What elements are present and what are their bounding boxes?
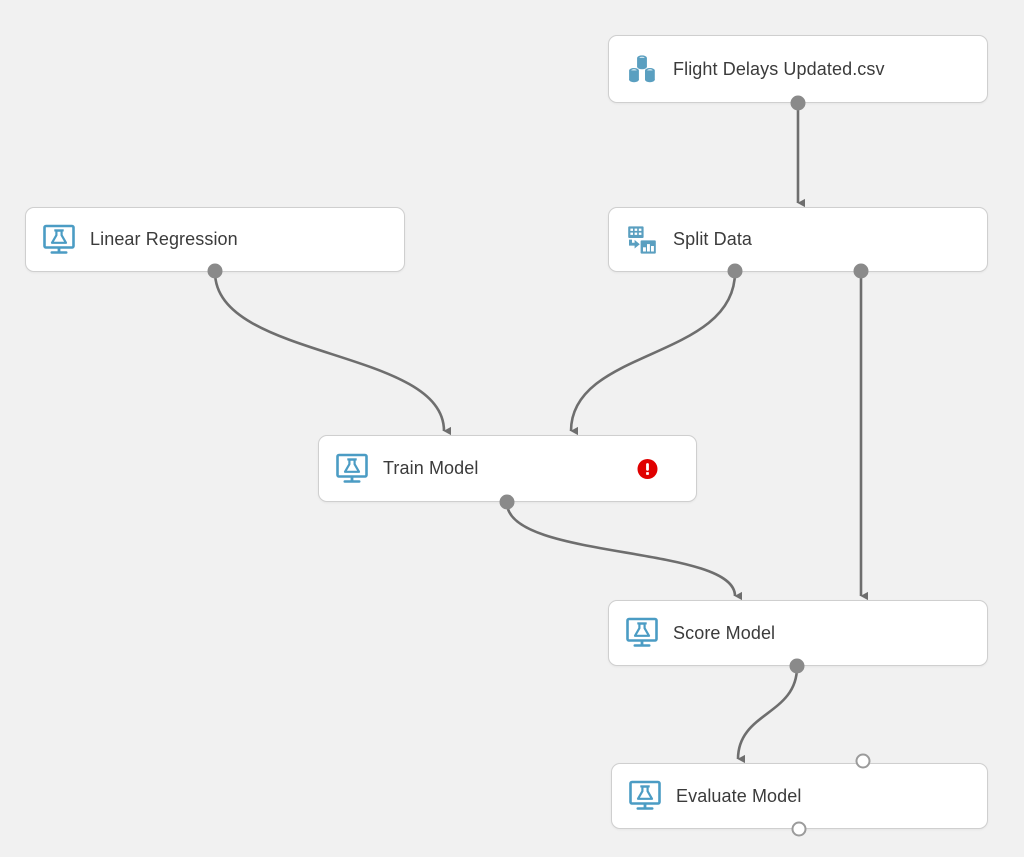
node-label: Score Model xyxy=(673,622,776,643)
error-badge-icon[interactable] xyxy=(637,458,658,479)
node-flight-delays-updated-csv[interactable]: Flight Delays Updated.csv xyxy=(608,35,988,103)
node-split-data[interactable]: Split Data xyxy=(608,207,988,272)
connection-edge[interactable] xyxy=(569,271,737,436)
node-label: Evaluate Model xyxy=(676,785,802,806)
port-output[interactable] xyxy=(790,95,806,111)
port-output[interactable] xyxy=(789,658,805,674)
dataset-icon xyxy=(625,52,659,86)
connection-edge[interactable] xyxy=(736,666,799,764)
node-evaluate-model[interactable]: Evaluate Model xyxy=(611,763,988,829)
port-output[interactable] xyxy=(207,263,223,279)
node-linear-regression[interactable]: Linear Regression xyxy=(25,207,405,272)
module-icon xyxy=(335,452,369,486)
module-icon xyxy=(42,223,76,257)
port-output[interactable] xyxy=(791,821,807,837)
node-train-model[interactable]: Train Model xyxy=(318,435,697,502)
node-label: Flight Delays Updated.csv xyxy=(673,58,885,79)
connection-edge[interactable] xyxy=(505,502,743,601)
connection-edge[interactable] xyxy=(213,271,452,436)
port-output[interactable] xyxy=(499,494,515,510)
split-data-icon xyxy=(625,223,659,257)
node-label: Split Data xyxy=(673,229,753,249)
node-score-model[interactable]: Score Model xyxy=(608,600,988,666)
port-output[interactable] xyxy=(727,263,743,279)
port-output[interactable] xyxy=(853,263,869,279)
port-input[interactable] xyxy=(855,753,871,769)
module-icon xyxy=(625,616,659,650)
node-label: Train Model xyxy=(383,458,479,478)
module-icon xyxy=(628,779,662,813)
node-label: Linear Regression xyxy=(90,229,238,249)
